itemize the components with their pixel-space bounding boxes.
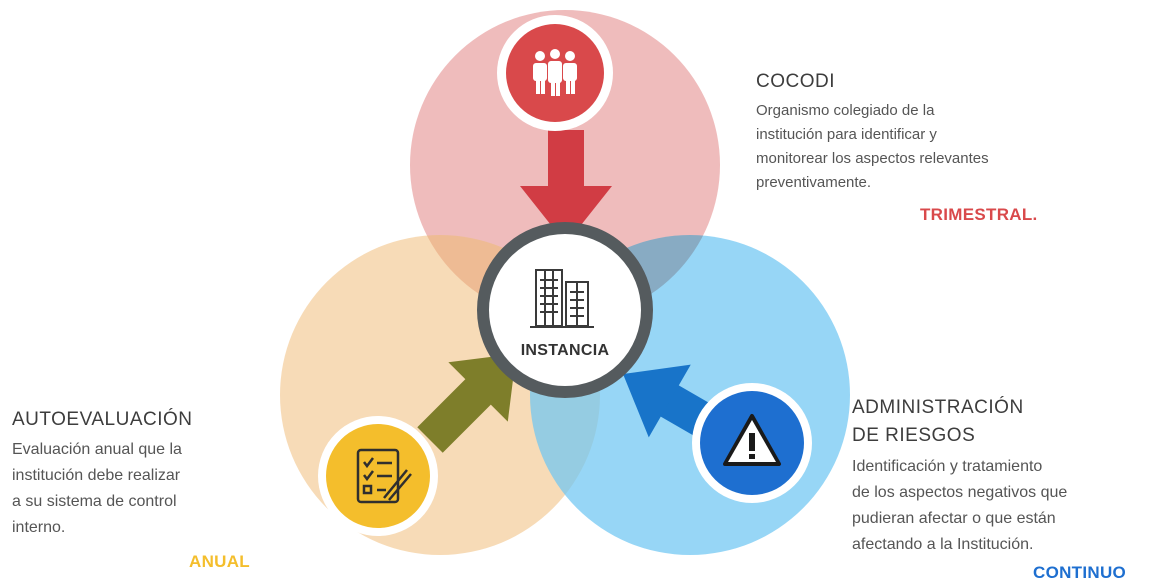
autoevaluacion-line: institución debe realizar (12, 467, 181, 484)
people-group-icon (533, 49, 577, 96)
riesgos-description: Identificación y tratamiento de los aspe… (852, 454, 1152, 558)
cocodi-line: Organismo colegiado de la (756, 102, 935, 119)
riesgos-text-block: ADMINISTRACIÓN DE RIESGOS Identificación… (852, 394, 1152, 558)
warning-triangle-icon (723, 414, 781, 466)
riesgos-title: ADMINISTRACIÓN DE RIESGOS (852, 394, 1152, 450)
riesgos-title-line: DE RIESGOS (852, 425, 976, 446)
riesgos-icon-badge (692, 383, 812, 503)
autoevaluacion-line: a su sistema de control (12, 493, 177, 510)
riesgos-line: de los aspectos negativos que (852, 484, 1068, 501)
buildings-icon (530, 269, 594, 328)
autoevaluacion-frequency: ANUAL (189, 552, 250, 571)
riesgos-frequency: CONTINUO (1033, 563, 1127, 582)
riesgos-line: Identificación y tratamiento (852, 458, 1043, 475)
cocodi-line: institución para identificar y (756, 126, 937, 143)
cocodi-line: preventivamente. (756, 174, 872, 191)
cocodi-frequency: TRIMESTRAL. (920, 205, 1038, 224)
center-label: INSTANCIA (520, 342, 610, 359)
autoevaluacion-line: interno. (12, 519, 66, 536)
cocodi-text-block: COCODI Organismo colegiado de la institu… (756, 71, 1086, 195)
riesgos-title-line: ADMINISTRACIÓN (852, 397, 1024, 418)
riesgos-line: afectando a la Institución. (852, 536, 1034, 553)
riesgos-line: pudieran afectar o que están (852, 510, 1056, 527)
cocodi-description: Organismo colegiado de la institución pa… (756, 99, 1086, 195)
autoevaluacion-description: Evaluación anual que la institución debe… (12, 437, 272, 541)
autoevaluacion-title: AUTOEVALUACIÓN (12, 409, 193, 430)
cocodi-line: monitorear los aspectos relevantes (756, 150, 989, 167)
cocodi-icon-badge (497, 15, 613, 131)
cocodi-arrow (520, 130, 612, 244)
autoevaluacion-icon-badge (318, 416, 438, 536)
autoevaluacion-line: Evaluación anual que la (12, 441, 182, 458)
checklist-icon (356, 448, 412, 504)
autoevaluacion-arrow (417, 353, 517, 453)
autoevaluacion-text-block: AUTOEVALUACIÓN Evaluación anual que la i… (12, 409, 272, 541)
cocodi-title: COCODI (756, 71, 835, 92)
